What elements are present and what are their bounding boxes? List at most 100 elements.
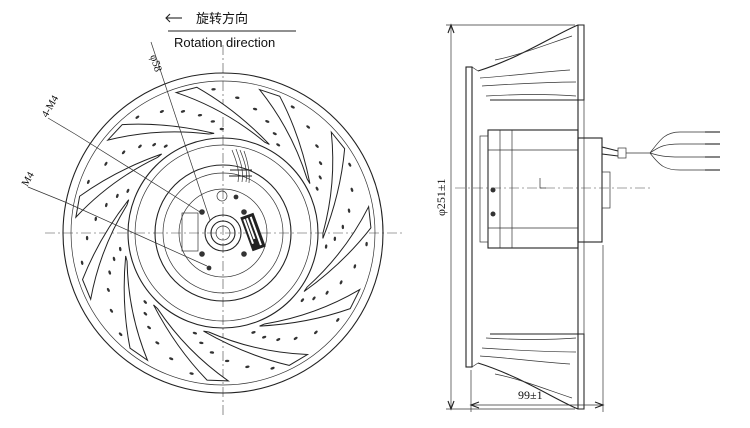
front-view: [45, 45, 405, 415]
mount-hole: [241, 251, 247, 257]
side-view: φ251±1 99±1: [434, 23, 720, 412]
impeller-blade: [106, 123, 215, 142]
impeller-blade: [259, 288, 361, 327]
m4-label: M4: [20, 170, 37, 189]
vent-hole: [312, 296, 316, 301]
vent-hole: [245, 365, 250, 369]
vent-hole: [235, 96, 240, 99]
flange-ring: [178, 188, 268, 278]
dia58-label: φ58: [147, 53, 164, 74]
vent-hole: [276, 143, 281, 147]
impeller-blade: [123, 255, 149, 362]
vent-hole: [143, 300, 147, 304]
vent-hole: [353, 264, 357, 269]
vent-hole: [135, 115, 140, 119]
impeller-blade: [81, 199, 130, 302]
vent-hole: [272, 132, 277, 136]
impeller-blades: [75, 86, 372, 382]
hub-ring-2: [134, 144, 312, 322]
m4-hole: [206, 265, 212, 271]
rotor-ring: [154, 164, 292, 302]
lead-wires: [216, 148, 252, 202]
vent-hole: [276, 338, 281, 341]
vent-holes: [80, 88, 368, 375]
impeller-top-shroud: [477, 24, 585, 101]
vent-hole: [104, 161, 108, 166]
vent-hole: [143, 311, 148, 316]
impeller-inner-ring: [70, 80, 376, 386]
vent-hole: [290, 105, 295, 109]
shaft-core: [215, 225, 231, 241]
arrow-left-icon-head: [165, 13, 171, 23]
vent-hole: [333, 236, 337, 242]
rotation-indicator: 旋转方向 Rotation direction: [165, 11, 296, 50]
dia251-label: φ251±1: [434, 178, 448, 216]
vent-hole: [115, 193, 119, 199]
vent-hole: [348, 162, 352, 167]
vent-hole: [126, 188, 130, 193]
vent-hole: [109, 308, 114, 313]
vent-hole: [209, 351, 215, 354]
vent-hole: [347, 208, 351, 213]
vent-hole: [315, 186, 319, 191]
vent-hole: [293, 336, 298, 340]
impeller-outer-ring: [62, 72, 384, 394]
vent-hole: [318, 175, 322, 180]
vent-hole: [155, 341, 160, 345]
impeller-blade: [303, 204, 372, 292]
vent-hole: [270, 366, 275, 370]
dim-dia251: φ251±1: [434, 23, 575, 411]
vent-hole: [119, 246, 122, 252]
vent-hole: [224, 359, 230, 363]
vent-hole: [152, 143, 157, 147]
vent-hole: [94, 216, 97, 222]
vent-hole: [169, 357, 174, 361]
vent-hole: [365, 241, 368, 247]
impeller-blade: [258, 88, 311, 184]
impeller-blade: [322, 130, 346, 239]
m4-hole: [233, 194, 239, 200]
shaft-ring-inner: [210, 220, 236, 246]
vent-hole: [189, 372, 194, 375]
vent-hole: [210, 120, 216, 123]
nameplate: [240, 212, 266, 252]
vent-hole: [163, 144, 168, 148]
hub-ring-outer: [127, 137, 319, 329]
vent-hole: [108, 270, 112, 275]
mount-hole: [241, 209, 247, 215]
len99-label: 99±1: [518, 388, 543, 402]
motor-body: [487, 129, 579, 249]
vent-hole: [314, 330, 318, 335]
4m4-label: 4-M4: [40, 93, 62, 119]
rotation-label-en: Rotation direction: [174, 35, 275, 50]
vent-hole: [197, 113, 203, 117]
flange-plate: [465, 66, 473, 368]
cable-bundle: [601, 131, 720, 171]
vent-hole: [300, 298, 305, 303]
rotor-inner-ring: [162, 172, 284, 294]
vent-hole: [336, 318, 340, 322]
vent-hole: [85, 235, 89, 241]
vent-hole: [121, 150, 126, 155]
vent-hole: [87, 179, 90, 184]
impeller-blade: [75, 153, 163, 219]
vent-hole: [318, 161, 323, 166]
vent-hole: [80, 260, 84, 265]
vent-hole: [265, 120, 270, 123]
vent-hole: [180, 110, 186, 113]
impeller-blade: [153, 304, 230, 382]
vent-hole: [219, 127, 224, 131]
vent-hole: [199, 341, 204, 345]
vent-hole: [106, 287, 110, 292]
label-plate-left: [181, 212, 199, 252]
vent-hole: [306, 125, 311, 129]
vent-hole: [112, 256, 116, 262]
impeller-bottom-shroud: [477, 333, 585, 410]
vent-hole: [159, 110, 164, 113]
vent-hole: [262, 335, 267, 339]
impeller-blade: [203, 330, 310, 366]
vent-hole: [252, 107, 258, 111]
impeller-blade: [174, 86, 270, 145]
vent-hole: [315, 144, 319, 148]
